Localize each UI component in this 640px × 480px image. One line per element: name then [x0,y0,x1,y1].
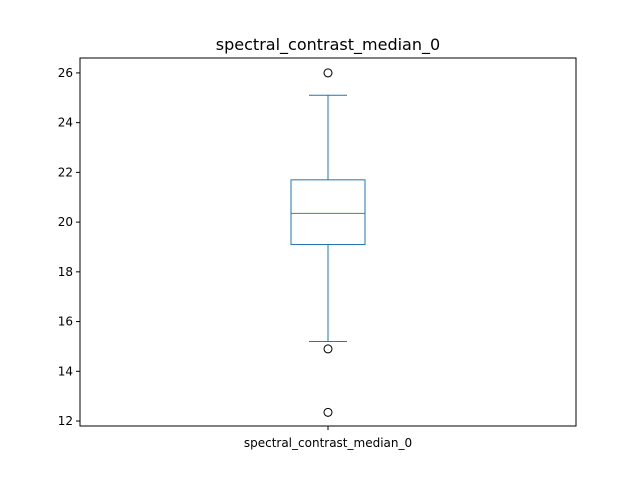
outlier-point [323,68,333,78]
x-tick-label: spectral_contrast_median_0 [244,436,412,450]
y-tick-label: 26 [58,66,73,80]
y-tick-label: 16 [58,315,73,329]
y-tick-label: 18 [58,265,73,279]
y-tick-label: 14 [58,364,73,378]
y-tick-label: 24 [58,116,73,130]
y-tick-label: 12 [58,414,73,428]
plot-area: 12 14 16 18 20 22 24 26 [58,57,577,430]
y-tick-label: 22 [58,165,73,179]
y-tick-label: 20 [58,215,73,229]
outlier-point [323,407,333,417]
iqr-box [290,179,366,245]
chart-title: spectral_contrast_median_0 [216,35,440,55]
outlier-point [323,344,333,354]
